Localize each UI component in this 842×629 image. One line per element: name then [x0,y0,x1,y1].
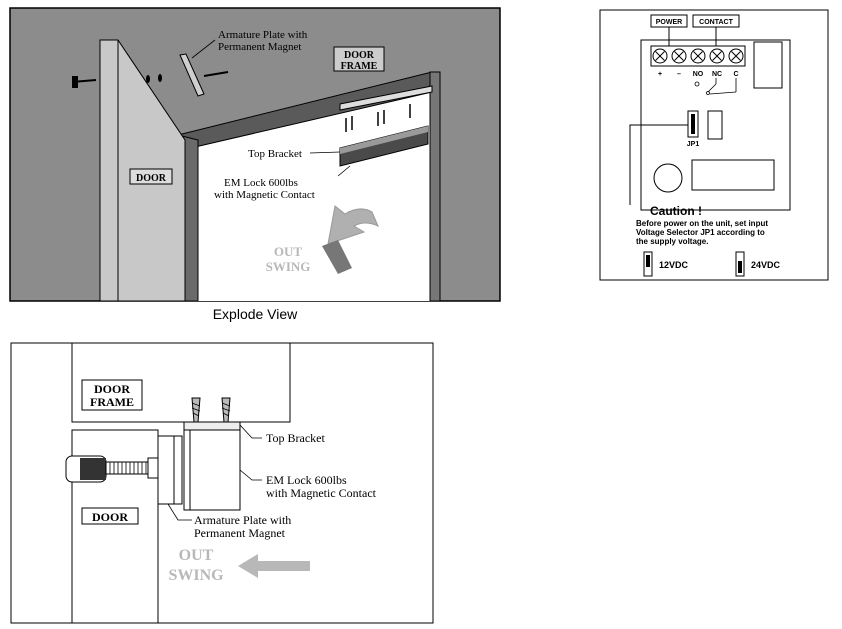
out-swing-arrow-icon [322,205,379,274]
terminal-labels: + – NO NC C [658,71,739,78]
door-label-box [81,507,139,525]
terminal-label: NC [712,71,722,78]
contact-label: CONTACT [699,19,733,26]
board-chip [691,159,775,191]
terminal-label: + [658,71,662,78]
out-swing-arrow-icon [238,554,310,578]
door-frame-label-box [333,46,385,72]
em-lock-label-line-1: EM Lock 600lbs [266,473,347,487]
out-swing-label-line-1: OUT [274,244,303,259]
side-view-panel: DOOR FRAME DOOR [10,342,434,624]
exploded-view-caption: Explode View [212,306,298,322]
caution-line-3: the supply voltage. [636,237,708,246]
caution-line-2: Voltage Selector JP1 according to [636,228,765,237]
top-bracket-label: Top Bracket [266,431,325,445]
terminal-label: C [733,71,738,78]
door-frame-label-box [81,379,143,411]
armature-plate [179,53,205,97]
terminal-screw-slot [674,51,684,61]
out-swing-label-line-1: OUT [179,547,214,564]
mounting-bolt [65,455,159,483]
voltage-12vdc-label: 12VDC [659,260,689,270]
door-outline [71,429,159,623]
armature-label-line-2: Permanent Magnet [194,526,286,540]
bracket-screws [345,104,411,132]
frame-right-jamb [429,71,441,302]
em-lock-label-line-1: EM Lock 600lbs [224,177,298,189]
door-label: DOOR [136,173,167,184]
terminal-board-panel: POWER CONTACT + – NO NC C JP1 Caution ! Befo… [599,9,829,281]
top-bracket [339,85,433,111]
relay-component [753,41,783,89]
armature-label-line-1: Armature Plate with [194,513,291,527]
exploded-view-panel: Armature Plate with Permanent Magnet DOO… [9,7,501,302]
out-swing-label-line-2: SWING [266,259,311,274]
top-bracket [183,421,241,431]
board-component [707,110,723,140]
relay-contact-icon [694,78,737,95]
terminal-screw-slot [712,51,722,61]
terminal-screw-slot [655,51,665,61]
power-label: POWER [656,19,682,26]
jp1-label: JP1 [687,141,700,148]
bracket-screws [191,397,231,423]
caution-line-1: Before power on the unit, set input [636,219,768,228]
frame-outline [71,343,291,423]
out-swing-label-line-2: SWING [168,567,224,584]
caution-title: Caution ! [650,204,702,218]
door-frame-label-line-1: DOOR [344,50,375,61]
voltage-24vdc-label: 24VDC [751,260,781,270]
top-bracket-label: Top Bracket [248,148,302,160]
door-frame-label-line-1: DOOR [94,382,130,396]
terminal-label: NO [693,71,704,78]
door-frame-label-line-2: FRAME [90,395,134,409]
armature-plate [157,435,183,505]
em-lock [183,429,241,511]
terminal-screw-slot [731,51,741,61]
terminal-label: – [677,71,681,78]
em-lock-label-line-2: with Magnetic Contact [214,189,315,201]
jp1-pointer-line [629,124,688,205]
door-frame-label-line-2: FRAME [341,61,378,72]
door-label: DOOR [92,510,128,524]
terminal-screw-slot [693,51,703,61]
board-capacitor [653,163,683,193]
armature-label-line-2: Permanent Magnet [218,41,301,53]
em-lock-label-line-2: with Magnetic Contact [266,486,377,500]
armature-label-line-1: Armature Plate with [218,29,308,41]
door-label-box [129,168,173,185]
terminal-screws [652,48,744,64]
screw-head-icon [72,76,78,88]
